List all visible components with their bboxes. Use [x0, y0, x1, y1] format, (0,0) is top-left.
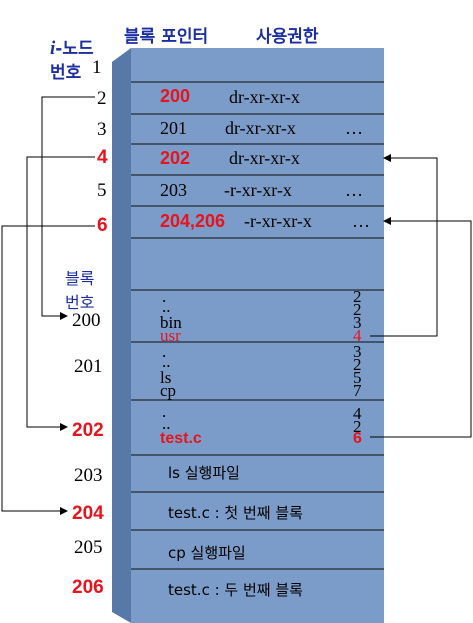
dir200-ino-1: 2: [353, 300, 362, 319]
dir201-name-3: cp: [160, 381, 177, 400]
connector-inode6-block204: [1, 225, 95, 512]
inode6-more: …: [352, 211, 370, 231]
file-block-203-text: ls 실행파일: [168, 464, 240, 482]
inode3-permission: dr-xr-xr-x: [225, 118, 296, 138]
dir201-ino-1: 2: [353, 355, 362, 374]
connector-inode2-block200: [41, 96, 95, 317]
dir202-ino-2: 6: [353, 430, 362, 447]
inode6-permission: -r-xr-xr-x: [244, 211, 312, 231]
inode-i-letter: i: [50, 38, 56, 59]
connector-inode4-block202: [26, 156, 95, 428]
block-number-201: 201: [74, 356, 103, 377]
block-number-203: 203: [74, 465, 103, 486]
dir201-ino-2: 5: [353, 368, 362, 387]
dir201-name-0: .: [162, 342, 167, 361]
block-number-205: 205: [74, 537, 103, 558]
header-permission: 사용권한: [256, 27, 319, 47]
dir201-ino-0: 3: [353, 342, 362, 361]
dir202-name-1: ..: [162, 414, 171, 433]
inode5-more: …: [345, 180, 363, 200]
inode4-permission: dr-xr-xr-x: [229, 148, 300, 168]
file-block-206: test.c : 두 번째 블록: [168, 579, 303, 600]
dir200-name-3: usr: [160, 326, 181, 345]
file-block-206-text: test.c : 두 번째 블록: [168, 581, 303, 599]
connector-usr-inode4: [370, 157, 438, 337]
inode-number-4: 4: [97, 147, 108, 168]
block-number-204: 204: [72, 503, 104, 524]
inode-number-1: 1: [92, 57, 102, 78]
dir201-name-1: ..: [162, 352, 171, 371]
inode-number-2: 2: [97, 88, 107, 109]
connector-testc-inode6: [370, 220, 472, 438]
dir202-name-2: test.c: [160, 430, 202, 447]
file-block-204-text: test.c : 첫 번째 블록: [168, 504, 303, 522]
file-block-204: test.c : 첫 번째 블록: [168, 502, 303, 523]
inode3-pointer: 201: [160, 118, 187, 138]
row-separators: [131, 81, 384, 570]
file-block-205-text: cp 실행파일: [168, 544, 246, 562]
inode4-pointer: 202: [160, 148, 191, 168]
dir200-ino-3: 4: [353, 326, 362, 345]
dir200-name-0: .: [162, 287, 167, 306]
inode-number-3: 3: [97, 119, 107, 140]
dir202-ino-0: 4: [353, 404, 362, 423]
dir201-ino-3: 7: [353, 381, 362, 400]
dir200-name-2: bin: [160, 313, 182, 332]
block-label-line2: 번호: [65, 293, 95, 312]
block-number-206: 206: [72, 577, 104, 598]
inode3-more: …: [345, 118, 363, 138]
inode5-pointer: 203: [160, 180, 187, 200]
dir200-name-1: ..: [162, 297, 171, 316]
inode-number-6: 6: [97, 215, 108, 236]
dir200-ino-0: 2: [353, 287, 362, 306]
inode-number-5: 5: [97, 180, 107, 201]
dir200-ino-2: 3: [353, 313, 362, 332]
column-side-face: [112, 48, 131, 623]
right-arrowheads: [383, 154, 391, 225]
header-inode-number: 번호: [50, 63, 82, 83]
left-arrowheads: [60, 312, 68, 515]
right-connectors: [370, 157, 472, 438]
inode5-permission: -r-xr-xr-x: [224, 180, 292, 200]
dir202-ino-1: 2: [353, 417, 362, 436]
dir202-name-0: .: [162, 402, 167, 421]
block-number-200: 200: [72, 310, 101, 331]
left-connectors: [1, 96, 95, 512]
header-inode-label: i-노드: [50, 34, 94, 60]
inode2-pointer: 200: [160, 86, 191, 106]
inode6-pointer: 204,206: [160, 211, 226, 231]
header-block-pointer: 블록 포인터: [124, 27, 209, 47]
block-number-202: 202: [72, 420, 104, 441]
inode2-permission: dr-xr-xr-x: [229, 87, 300, 107]
dir201-name-2: ls: [160, 368, 172, 387]
file-block-205: cp 실행파일: [168, 542, 246, 563]
inode-rest: -노드: [55, 39, 94, 59]
file-block-203: ls 실행파일: [168, 462, 240, 483]
block-label-line1: 블록: [65, 269, 95, 288]
